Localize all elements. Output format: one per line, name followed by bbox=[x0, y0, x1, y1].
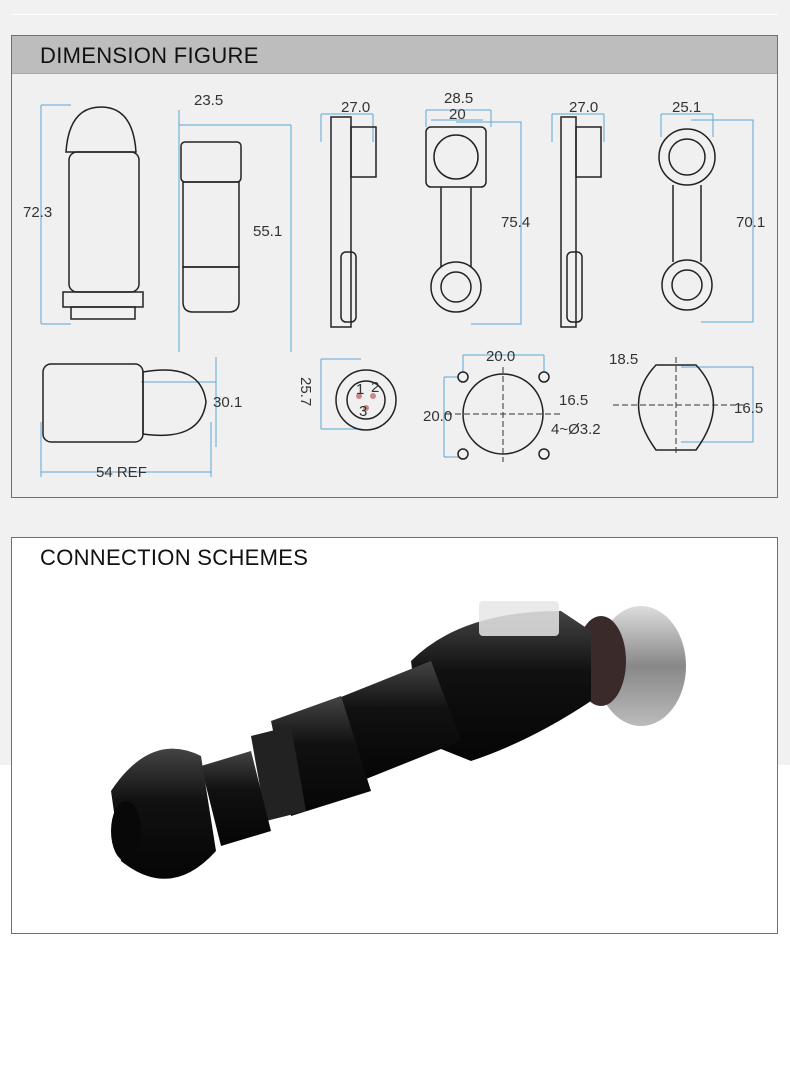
dim-label: 27.0 bbox=[341, 99, 370, 116]
dim-label: 23.5 bbox=[194, 92, 223, 109]
dimension-figure-panel: DIMENSION FIGURE bbox=[11, 35, 778, 498]
dim-label: 16.5 bbox=[559, 392, 588, 409]
dim-label: 25.7 bbox=[297, 377, 314, 406]
svg-text:1: 1 bbox=[356, 381, 364, 398]
section-title: CONNECTION SCHEMES bbox=[40, 545, 309, 570]
dim-label: 18.5 bbox=[609, 351, 638, 368]
dim-label: 25.1 bbox=[672, 99, 701, 116]
dim-label: 27.0 bbox=[569, 99, 598, 116]
pin-icons bbox=[356, 393, 376, 411]
divider bbox=[12, 14, 778, 15]
connector-parts bbox=[111, 601, 686, 879]
dimension-lines bbox=[40, 104, 754, 477]
dim-label: 28.5 bbox=[444, 90, 473, 107]
dim-label: 20.0 bbox=[486, 348, 515, 365]
screw-hole-icons bbox=[457, 371, 550, 460]
dim-label: 20 bbox=[449, 106, 466, 123]
part-outlines bbox=[42, 106, 716, 455]
dim-label: 55.1 bbox=[253, 223, 282, 240]
dimension-drawings: 1 2 3 72.3 23.5 55.1 27.0 28.5 20 75.4 2… bbox=[23, 90, 765, 481]
dim-label: 16.5 bbox=[734, 400, 763, 417]
dim-label: 72.3 bbox=[23, 204, 52, 221]
dim-label: 20.0 bbox=[423, 408, 452, 425]
dim-label: 70.1 bbox=[736, 214, 765, 231]
dim-label: 54 REF bbox=[96, 464, 147, 481]
center-lines bbox=[446, 357, 746, 462]
dim-label: 75.4 bbox=[501, 214, 530, 231]
section-title: DIMENSION FIGURE bbox=[40, 43, 259, 68]
connection-schemes-panel: CONNECTION SCHEMES bbox=[11, 537, 778, 934]
svg-text:2: 2 bbox=[371, 379, 379, 396]
connector-exploded-image bbox=[111, 601, 686, 879]
dim-label: 30.1 bbox=[213, 394, 242, 411]
svg-text:3: 3 bbox=[359, 403, 367, 420]
dim-label: 4~Ø3.2 bbox=[551, 421, 601, 438]
section-header: DIMENSION FIGURE bbox=[12, 36, 777, 74]
